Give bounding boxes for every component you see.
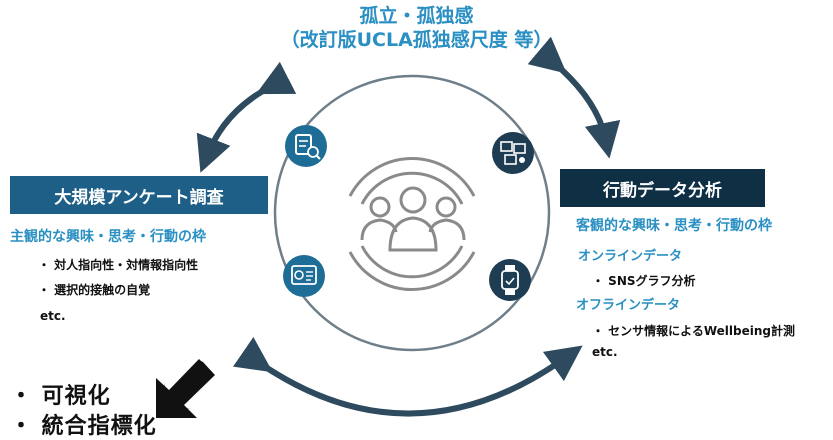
- checklist-search-icon: [285, 125, 327, 167]
- right-subheading: 客観的な興味・思考・行動の枠: [576, 218, 772, 234]
- behavior-label: 行動データ分析: [603, 180, 722, 201]
- right-etc: etc.: [592, 345, 618, 359]
- top-title-line2: （改訂版UCLA孤独感尺度 等）: [280, 29, 553, 51]
- top-title-line1: 孤立・孤独感: [359, 5, 474, 27]
- left-subheading: 主観的な興味・思考・行動の枠: [10, 229, 206, 245]
- left-item-1: ・ 対人指向性・対情報指向性: [38, 258, 199, 272]
- arrow-bottom: [232, 336, 583, 417]
- behavior-label-box: 行動データ分析: [560, 169, 765, 207]
- left-item-2: ・ 選択的接触の自覚: [38, 283, 151, 297]
- arrow-top-left: [196, 61, 297, 173]
- output-item-integrated-index: ・ 統合指標化: [10, 414, 157, 439]
- offline-label: オフラインデータ: [576, 298, 681, 313]
- online-label: オンラインデータ: [578, 249, 683, 264]
- smartwatch-icon: [489, 259, 531, 301]
- arrow-top-right: [527, 36, 621, 159]
- online-item-1: ・ SNSグラフ分析: [592, 274, 696, 288]
- output-item-visualization: ・ 可視化: [10, 384, 111, 409]
- dashboard-chart-icon: [283, 255, 325, 297]
- survey-label-box: 大規模アンケート調査: [10, 176, 268, 214]
- people-group-icon: [348, 156, 476, 292]
- survey-label: 大規模アンケート調査: [54, 187, 224, 208]
- left-etc: etc.: [40, 309, 66, 323]
- down-left-arrow-icon: [156, 359, 215, 418]
- social-network-icon: [492, 132, 534, 174]
- top-title: 孤立・孤独感 （改訂版UCLA孤独感尺度 等）: [0, 4, 833, 52]
- offline-item-1: ・ センサ情報によるWellbeing計測: [592, 324, 795, 338]
